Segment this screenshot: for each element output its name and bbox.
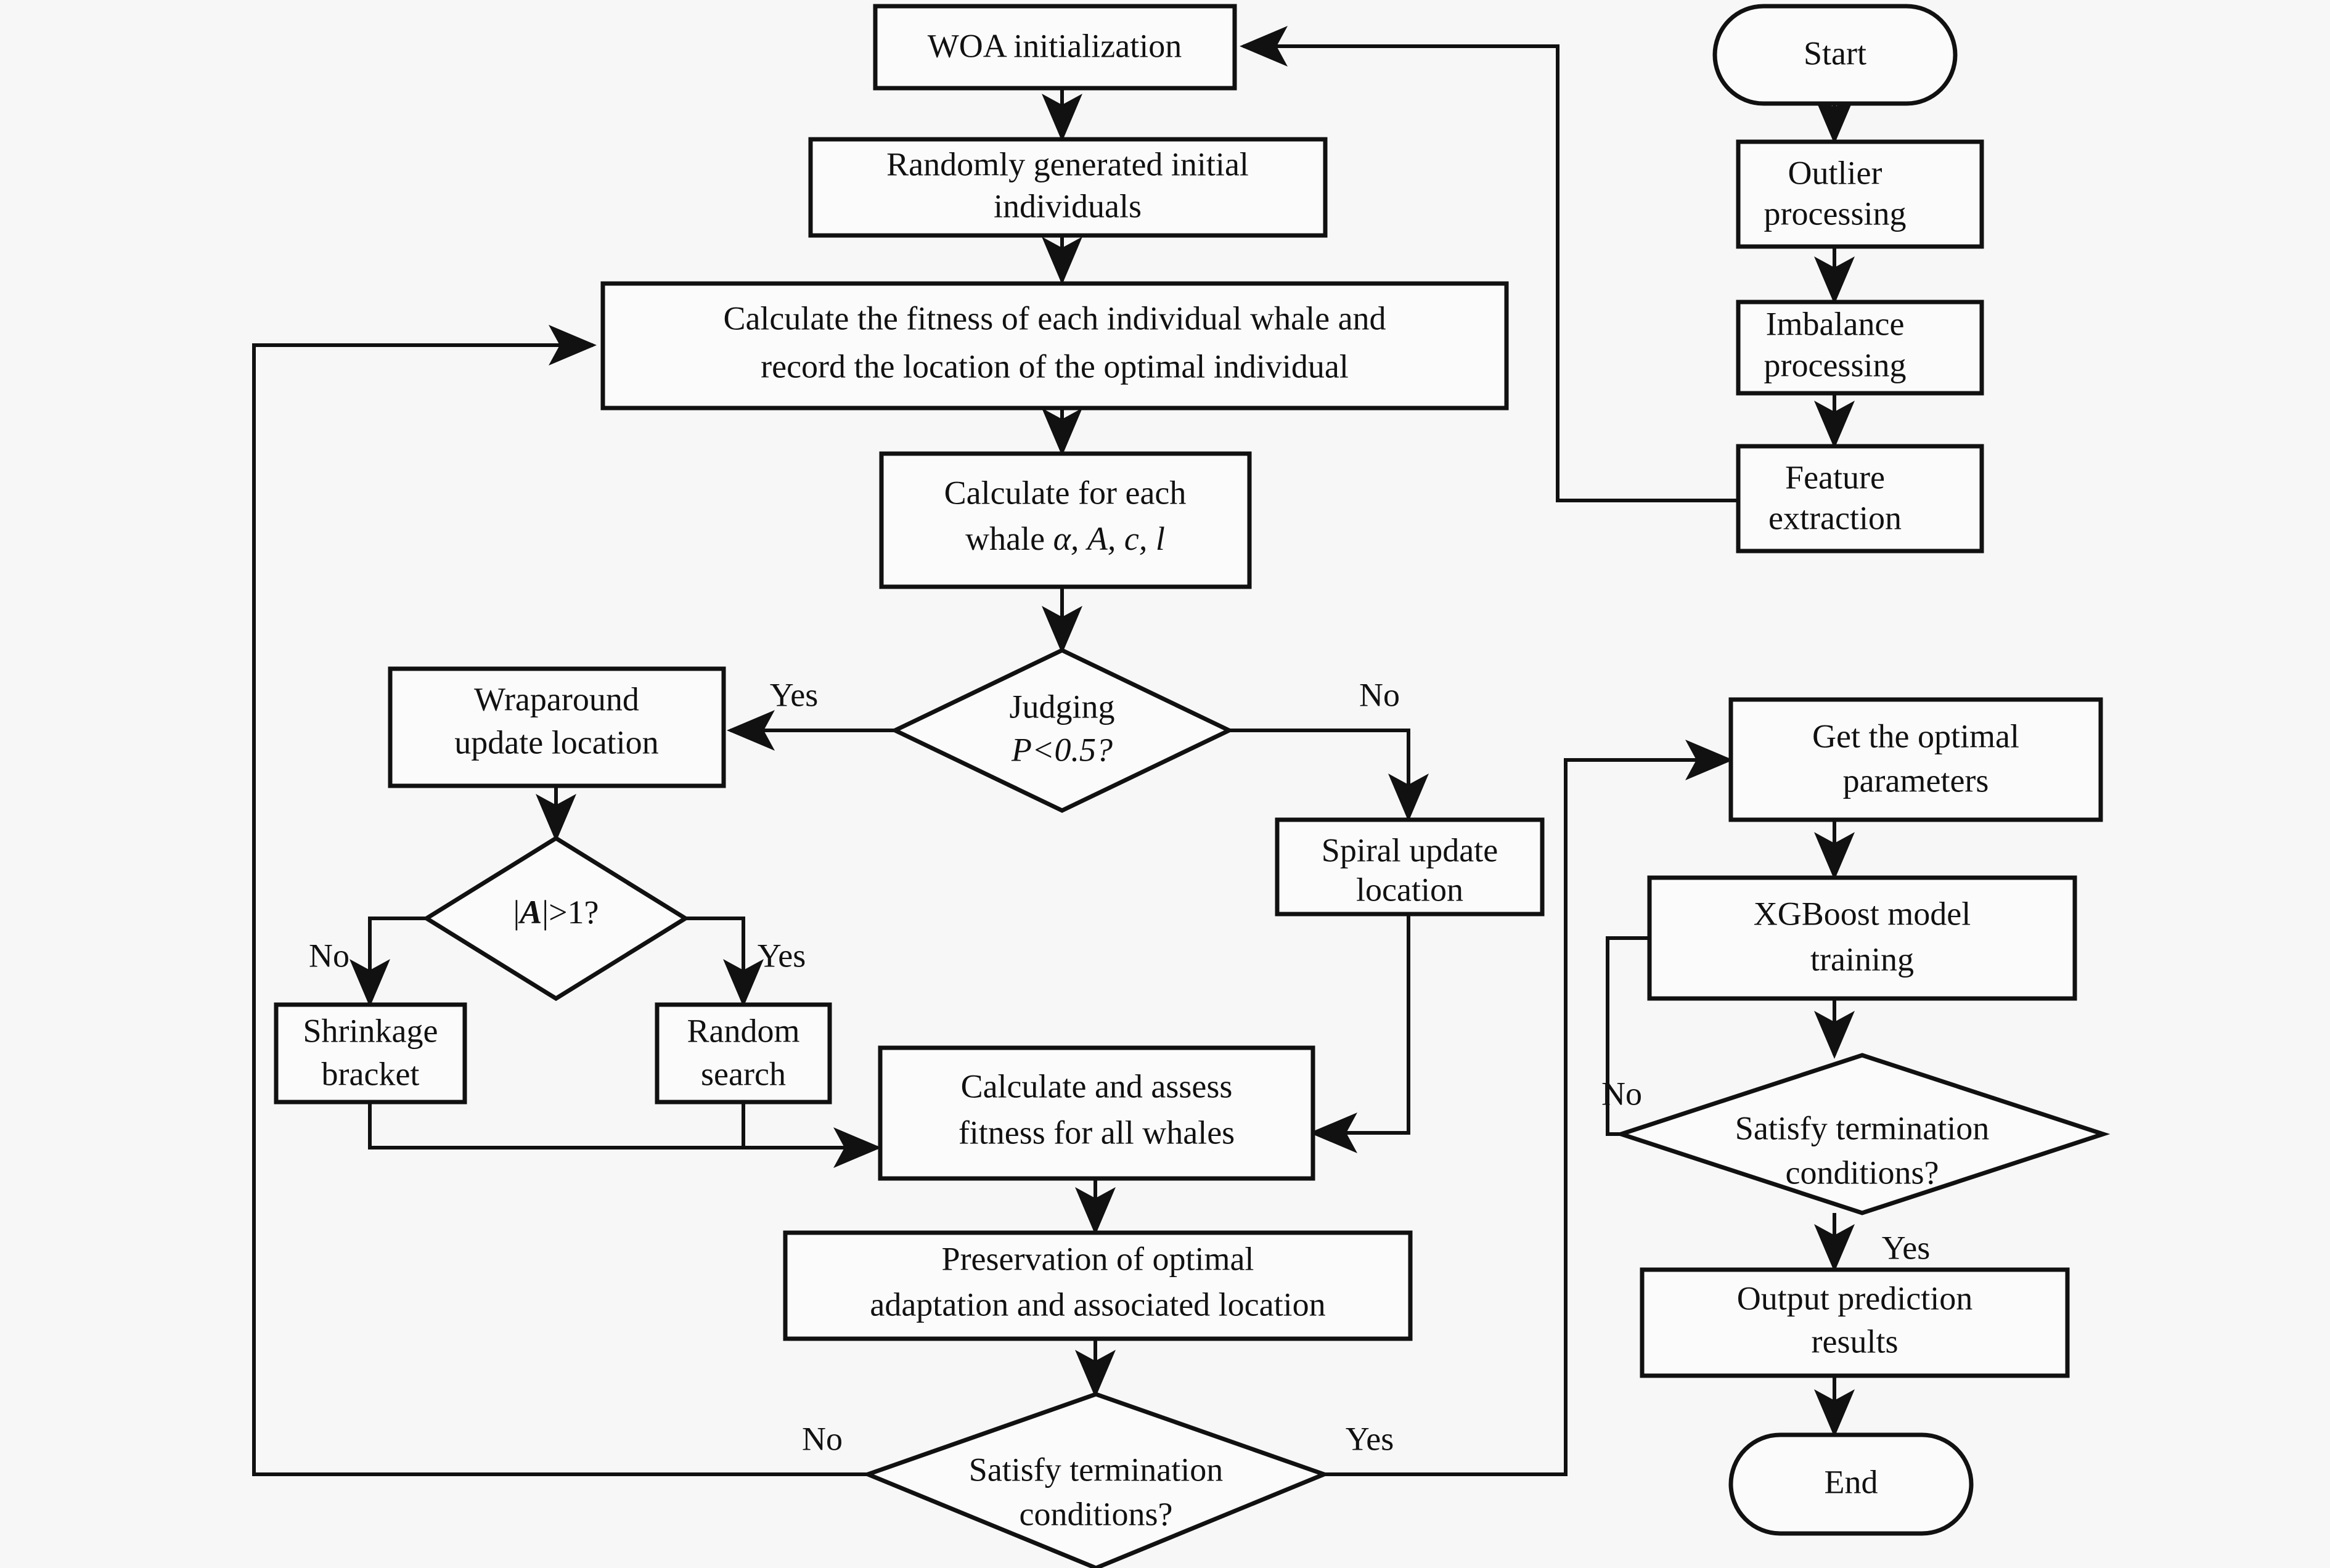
node-xgboost-training[interactable] bbox=[1647, 875, 2077, 1001]
edge-label-judging-yes: Yes bbox=[770, 676, 819, 713]
node-shrinkage-line2: bracket bbox=[322, 1055, 420, 1092]
node-xgboost-line2: training bbox=[1810, 941, 1914, 978]
node-calc-each-whale[interactable] bbox=[879, 451, 1252, 589]
node-imbalance-processing[interactable] bbox=[1736, 300, 1984, 396]
node-judging-line1: Judging bbox=[1009, 688, 1114, 725]
node-end-label: End bbox=[1825, 1463, 1878, 1500]
node-feature-line1: Feature bbox=[1785, 459, 1885, 496]
node-judging[interactable] bbox=[889, 648, 1235, 813]
node-start[interactable] bbox=[1712, 4, 1958, 106]
node-calc-fitness-line1: Calculate the fitness of each individual… bbox=[723, 300, 1386, 337]
edge-satisfyleft-yes-to-getparams bbox=[1324, 740, 1733, 1476]
node-abs-a[interactable] bbox=[422, 835, 690, 1002]
node-random-individuals-line2: individuals bbox=[994, 187, 1142, 224]
node-woa-init-label: WOA initialization bbox=[928, 27, 1182, 64]
node-satisfy-left-line2: conditions? bbox=[1020, 1495, 1173, 1532]
node-imbalance-line2: processing bbox=[1764, 346, 1907, 383]
node-preservation-line2: adaptation and associated location bbox=[870, 1286, 1325, 1323]
node-satisfy-left[interactable] bbox=[862, 1392, 1330, 1568]
node-spiral-line1: Spiral update bbox=[1322, 831, 1498, 868]
node-outlier-line1: Outlier bbox=[1788, 154, 1882, 191]
node-satisfy-right[interactable] bbox=[1614, 1053, 2111, 1215]
node-getparams-line1: Get the optimal bbox=[1812, 717, 2019, 754]
node-preservation-line1: Preservation of optimal bbox=[942, 1240, 1254, 1277]
node-output-line1: Output prediction bbox=[1737, 1280, 1972, 1317]
edge-label-judging-no: No bbox=[1359, 676, 1400, 713]
node-satisfy-right-line1: Satisfy termination bbox=[1735, 1109, 1989, 1146]
node-get-optimal-params[interactable] bbox=[1728, 697, 2103, 822]
node-wraparound-line2: update location bbox=[454, 724, 658, 761]
node-xgboost-line1: XGBoost model bbox=[1754, 895, 1971, 932]
node-spiral-update[interactable] bbox=[1275, 817, 1545, 917]
edge-label-absa-yes: Yes bbox=[758, 937, 806, 974]
calc-whale-vars: α, A, c, l bbox=[1053, 520, 1165, 557]
node-woa-init[interactable] bbox=[873, 4, 1237, 91]
node-imbalance-line1: Imbalance bbox=[1766, 305, 1905, 342]
edge-label-absa-no: No bbox=[309, 937, 350, 974]
node-shrinkage-line1: Shrinkage bbox=[303, 1012, 438, 1049]
edge-feature-to-woa bbox=[1240, 26, 1739, 502]
node-calc-fitness[interactable] bbox=[600, 281, 1509, 410]
edge-absa-no-to-shrinkage bbox=[350, 917, 427, 1007]
node-end[interactable] bbox=[1728, 1432, 1974, 1536]
node-shrinkage-bracket[interactable] bbox=[274, 1002, 467, 1105]
node-outlier-processing[interactable] bbox=[1736, 139, 1984, 249]
node-calc-assess-line2: fitness for all whales bbox=[959, 1114, 1235, 1151]
node-feature-line2: extraction bbox=[1768, 499, 1902, 536]
edge-judging-no-to-spiral bbox=[1229, 729, 1429, 822]
edge-label-satisfyright-no: No bbox=[1601, 1075, 1642, 1112]
node-start-label: Start bbox=[1804, 35, 1866, 71]
edge-satisfyleft-no-loop bbox=[252, 325, 868, 1476]
node-wraparound-line1: Wraparound bbox=[474, 680, 639, 717]
node-wraparound[interactable] bbox=[388, 666, 726, 788]
calc-whale-prefix: whale bbox=[965, 520, 1053, 557]
node-random-individuals[interactable] bbox=[808, 137, 1328, 238]
node-outlier-line2: processing bbox=[1764, 195, 1907, 232]
node-satisfy-left-line1: Satisfy termination bbox=[969, 1451, 1223, 1488]
node-random-search-line2: search bbox=[701, 1055, 786, 1092]
node-random-search[interactable] bbox=[655, 1002, 832, 1105]
node-satisfy-right-line2: conditions? bbox=[1786, 1154, 1939, 1191]
edge-shrinkage-to-calcassess bbox=[368, 1103, 881, 1168]
node-calc-fitness-line2: record the location of the optimal indiv… bbox=[761, 348, 1349, 385]
node-getparams-line2: parameters bbox=[1843, 762, 1989, 799]
node-random-individuals-line1: Randomly generated initial bbox=[886, 145, 1249, 182]
node-calc-each-whale-line2: whale α, A, c, l bbox=[965, 520, 1165, 557]
edge-absa-yes-to-randomsearch bbox=[685, 917, 764, 1007]
node-feature-extraction[interactable] bbox=[1736, 444, 1984, 553]
node-calc-assess-line1: Calculate and assess bbox=[961, 1068, 1233, 1105]
edge-spiral-to-calcassess bbox=[1309, 914, 1410, 1153]
node-spiral-line2: location bbox=[1356, 871, 1463, 908]
node-output-prediction[interactable] bbox=[1640, 1267, 2070, 1378]
edge-label-satisfyleft-no: No bbox=[802, 1420, 843, 1457]
node-output-line2: results bbox=[1812, 1323, 1899, 1360]
node-judging-line2: P<0.5? bbox=[1011, 731, 1113, 768]
node-random-search-line1: Random bbox=[687, 1012, 800, 1049]
edge-label-satisfyleft-yes: Yes bbox=[1346, 1420, 1394, 1457]
node-abs-a-label: |A|>1? bbox=[513, 894, 599, 931]
node-calc-assess[interactable] bbox=[878, 1045, 1315, 1181]
edge-label-satisfyright-yes: Yes bbox=[1882, 1229, 1931, 1266]
node-preservation[interactable] bbox=[783, 1230, 1413, 1341]
node-calc-each-whale-line1: Calculate for each bbox=[944, 474, 1187, 511]
